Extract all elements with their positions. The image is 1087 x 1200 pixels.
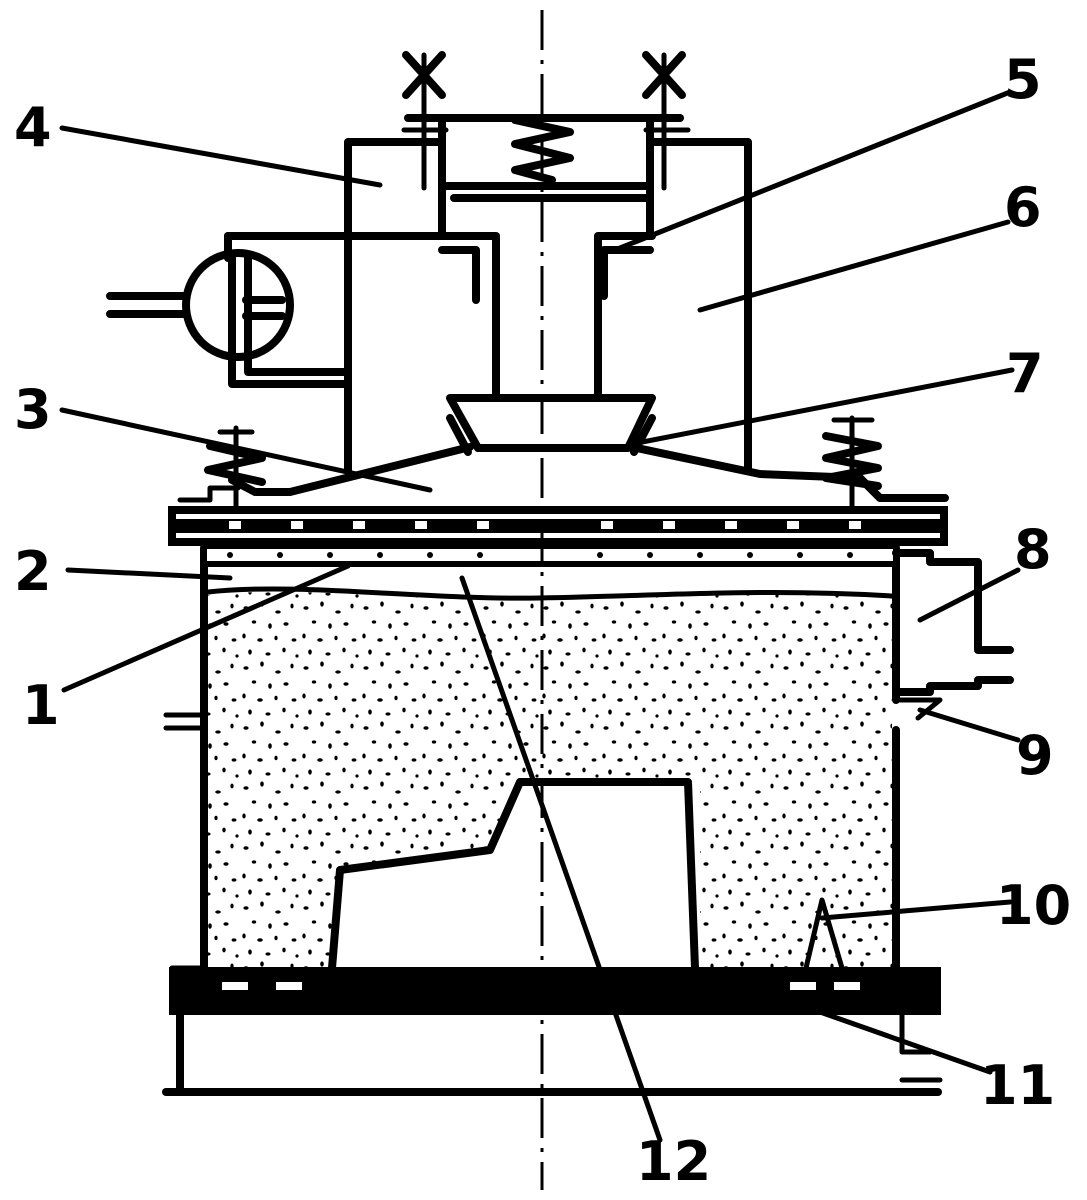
lower-film-holes: [227, 552, 853, 558]
vacuum-pump-symbol: [106, 232, 352, 388]
central-column: [492, 234, 602, 402]
upper-perforated-plate: [168, 506, 948, 567]
leader-7: [629, 367, 1015, 447]
label-7: 7: [1006, 342, 1044, 405]
lower-plate-holes: [222, 982, 860, 990]
leader-4: [59, 125, 383, 188]
spring-chamber: [404, 114, 684, 202]
vent-pin: [803, 897, 845, 971]
label-9: 9: [1016, 724, 1054, 787]
leader-10: [819, 899, 1013, 921]
sand-surface-line: [205, 586, 895, 601]
leader-12: [459, 575, 663, 1143]
left-spring-clamp: [204, 425, 266, 513]
label-6: 6: [1004, 176, 1042, 239]
leader-lines: [59, 89, 1021, 1143]
leader-9: [917, 707, 1021, 743]
label-12: 12: [636, 1130, 711, 1193]
base-chamber: [162, 1008, 943, 1096]
upper-housing: [224, 116, 752, 474]
label-5: 5: [1004, 48, 1042, 111]
upper-plate-holes: [227, 519, 863, 531]
right-spring-clamp: [822, 415, 882, 513]
leader-2: [65, 567, 233, 581]
hood: [177, 443, 949, 503]
top-valves: [401, 51, 691, 191]
leader-11: [817, 1009, 993, 1075]
flask-left-lug: [163, 712, 207, 731]
leader-6: [697, 219, 1011, 313]
side-vent-port: [892, 549, 1014, 721]
label-10: 10: [996, 874, 1071, 937]
leader-3: [59, 407, 433, 493]
label-4: 4: [14, 96, 52, 159]
label-3: 3: [14, 378, 52, 441]
leader-1: [61, 563, 351, 693]
label-11: 11: [980, 1054, 1055, 1117]
label-8: 8: [1014, 518, 1052, 581]
label-2: 2: [14, 540, 52, 603]
casting-pattern: [328, 778, 699, 972]
leader-5: [617, 89, 1013, 251]
leader-8: [917, 567, 1021, 623]
part-labels: 4 5 6 7 3 2 8 1 9 10 11 12: [14, 48, 1071, 1193]
label-1: 1: [22, 674, 60, 737]
lower-perforated-plate: [169, 967, 941, 1015]
pouring-funnel: [446, 394, 656, 456]
seal-flanges: [438, 246, 654, 304]
